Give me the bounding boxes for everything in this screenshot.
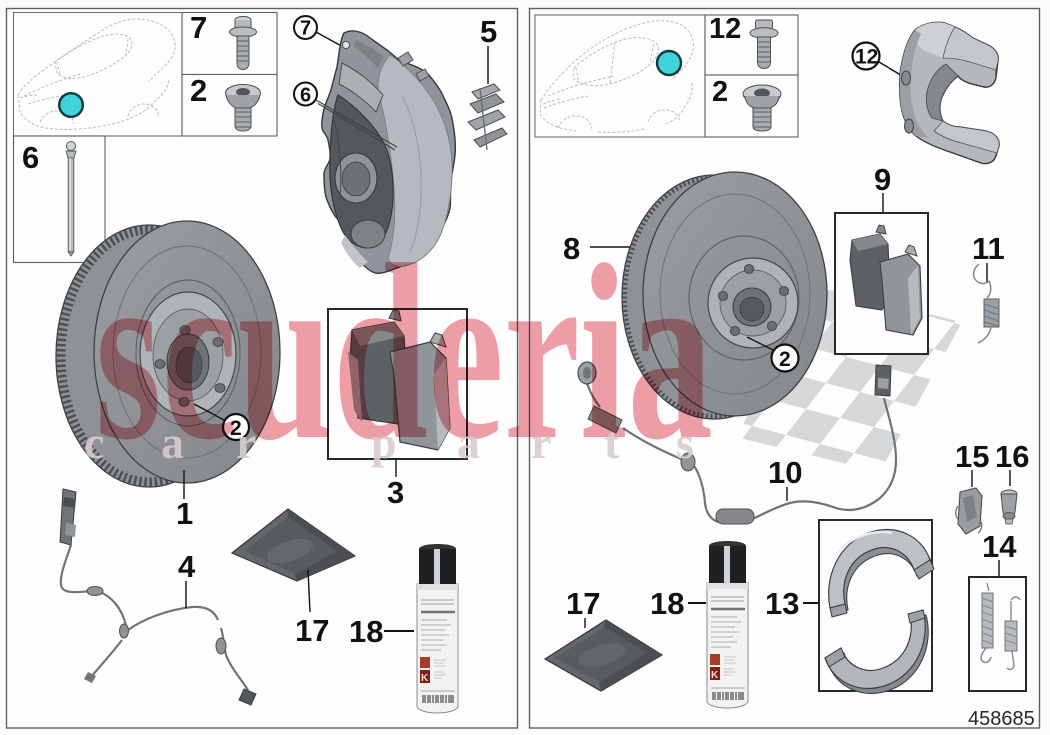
svg-text:12: 12 <box>855 46 878 69</box>
svg-text:1: 1 <box>176 496 193 531</box>
svg-text:17: 17 <box>295 613 329 648</box>
svg-text:18: 18 <box>650 586 684 621</box>
svg-text:10: 10 <box>768 455 802 490</box>
svg-text:K: K <box>711 670 719 681</box>
svg-text:13: 13 <box>765 586 799 621</box>
svg-text:2: 2 <box>712 76 728 108</box>
svg-text:s: s <box>676 417 694 468</box>
svg-text:2: 2 <box>779 348 791 371</box>
svg-text:16: 16 <box>995 439 1029 474</box>
svg-text:6: 6 <box>22 140 39 175</box>
svg-text:c: c <box>84 417 104 468</box>
svg-text:17: 17 <box>566 586 600 621</box>
svg-text:5: 5 <box>480 14 497 49</box>
svg-text:7: 7 <box>190 10 207 45</box>
svg-text:r: r <box>236 417 256 468</box>
svg-text:a: a <box>457 417 480 468</box>
svg-text:14: 14 <box>982 529 1017 564</box>
svg-text:2: 2 <box>230 417 242 440</box>
svg-text:2: 2 <box>190 73 207 108</box>
svg-text:t: t <box>604 417 620 468</box>
svg-text:6: 6 <box>300 85 311 107</box>
svg-text:r: r <box>531 417 551 468</box>
svg-text:8: 8 <box>563 231 580 266</box>
svg-text:11: 11 <box>972 231 1005 266</box>
svg-text:458685: 458685 <box>968 708 1035 730</box>
svg-text:3: 3 <box>387 475 404 510</box>
svg-text:15: 15 <box>955 439 989 474</box>
svg-text:a: a <box>161 417 184 468</box>
svg-text:scuderia: scuderia <box>95 212 713 492</box>
svg-text:p: p <box>371 417 397 468</box>
svg-text:4: 4 <box>178 549 196 584</box>
svg-text:12: 12 <box>709 13 741 45</box>
svg-text:K: K <box>421 673 429 684</box>
svg-text:9: 9 <box>874 162 891 197</box>
svg-text:7: 7 <box>300 18 311 40</box>
svg-text:18: 18 <box>349 614 383 649</box>
